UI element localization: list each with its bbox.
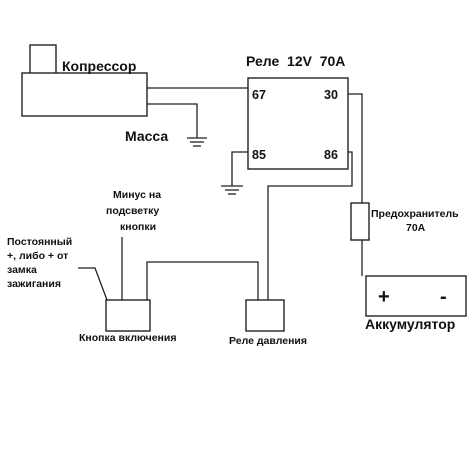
- backlight-minus-line1: Минус на: [113, 189, 161, 201]
- switch-button-label: Кнопка включения: [79, 332, 176, 344]
- wire-relay-85-to-ground: [231, 151, 248, 186]
- wire-constant-plus: [78, 267, 108, 301]
- relay-pin-86: 86: [324, 148, 338, 162]
- switch-button-box: [105, 299, 151, 332]
- fuse-label-line1: Предохранитель: [371, 208, 459, 220]
- constant-plus-line3: замка: [7, 264, 37, 276]
- ground-label: Масса: [125, 128, 168, 144]
- relay-pin-67: 67: [252, 88, 266, 102]
- wire-compressor-to-ground: [147, 103, 198, 138]
- compressor: [21, 44, 148, 117]
- battery-plus: +: [378, 286, 390, 308]
- fuse-label-line2: 70A: [406, 222, 426, 234]
- relay-pin-30: 30: [324, 88, 338, 102]
- battery-minus: -: [440, 286, 447, 308]
- compressor-label: Копрессор: [62, 58, 136, 74]
- relay-title: Реле 12V 70A: [246, 53, 345, 69]
- pressure-relay-box: [245, 299, 285, 332]
- compressor-head: [29, 44, 57, 76]
- wire-relay-30-to-fuse: [348, 93, 363, 203]
- ground-icon: [221, 185, 243, 195]
- relay-box: [247, 77, 349, 170]
- backlight-minus-line3: кнопки: [120, 221, 156, 233]
- relay-pin-85: 85: [252, 148, 266, 162]
- wire-relay-86-to-pressure-relay: [267, 151, 353, 300]
- constant-plus-line2: +, либо + от: [7, 250, 68, 262]
- backlight-minus-line2: подсветку: [106, 205, 159, 217]
- wire-button-to-pressure-relay: [146, 261, 259, 300]
- pressure-relay-label: Реле давления: [229, 335, 307, 347]
- fuse-icon: [350, 202, 370, 241]
- compressor-body: [21, 72, 148, 117]
- battery-icon: [365, 275, 467, 317]
- constant-plus-line1: Постоянный: [7, 236, 72, 248]
- constant-plus-line4: зажигания: [7, 278, 61, 290]
- battery-label: Аккумулятор: [365, 316, 455, 332]
- ground-icon: [187, 137, 207, 147]
